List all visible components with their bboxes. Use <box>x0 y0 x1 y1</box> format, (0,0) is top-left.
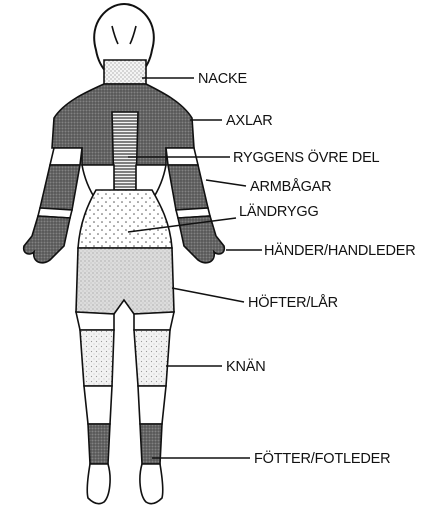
right-arm <box>166 148 224 263</box>
lower-back-region <box>78 190 172 248</box>
knee-left <box>80 330 114 386</box>
shin-left <box>84 386 112 424</box>
label-lower-back: LÄNDRYGG <box>239 203 319 220</box>
label-elbows: ARMBÅGAR <box>250 178 331 195</box>
label-knees: KNÄN <box>226 358 266 375</box>
leader-hips-thighs <box>172 288 244 302</box>
label-feet-ankles: FÖTTER/FOTLEDER <box>254 449 390 467</box>
feet-ankles-region <box>87 424 163 504</box>
label-shoulders: AXLAR <box>226 113 273 129</box>
hips-thighs-region <box>76 248 174 314</box>
labels: NACKE AXLAR RYGGENS ÖVRE DEL ARMBÅGAR LÄ… <box>198 71 416 467</box>
upper-back-region <box>112 112 138 190</box>
label-upper-back: RYGGENS ÖVRE DEL <box>233 148 380 166</box>
label-neck: NACKE <box>198 71 247 87</box>
thigh-lower-right <box>134 312 174 330</box>
label-hips-thighs: HÖFTER/LÅR <box>248 293 338 311</box>
label-hands-wrists: HÄNDER/HANDLEDER <box>264 242 416 259</box>
left-arm <box>24 148 82 263</box>
neck-region <box>104 60 146 84</box>
thigh-lower-left <box>76 312 114 330</box>
shin-right <box>138 386 166 424</box>
knee-right <box>134 330 170 386</box>
leader-elbows <box>206 180 246 186</box>
